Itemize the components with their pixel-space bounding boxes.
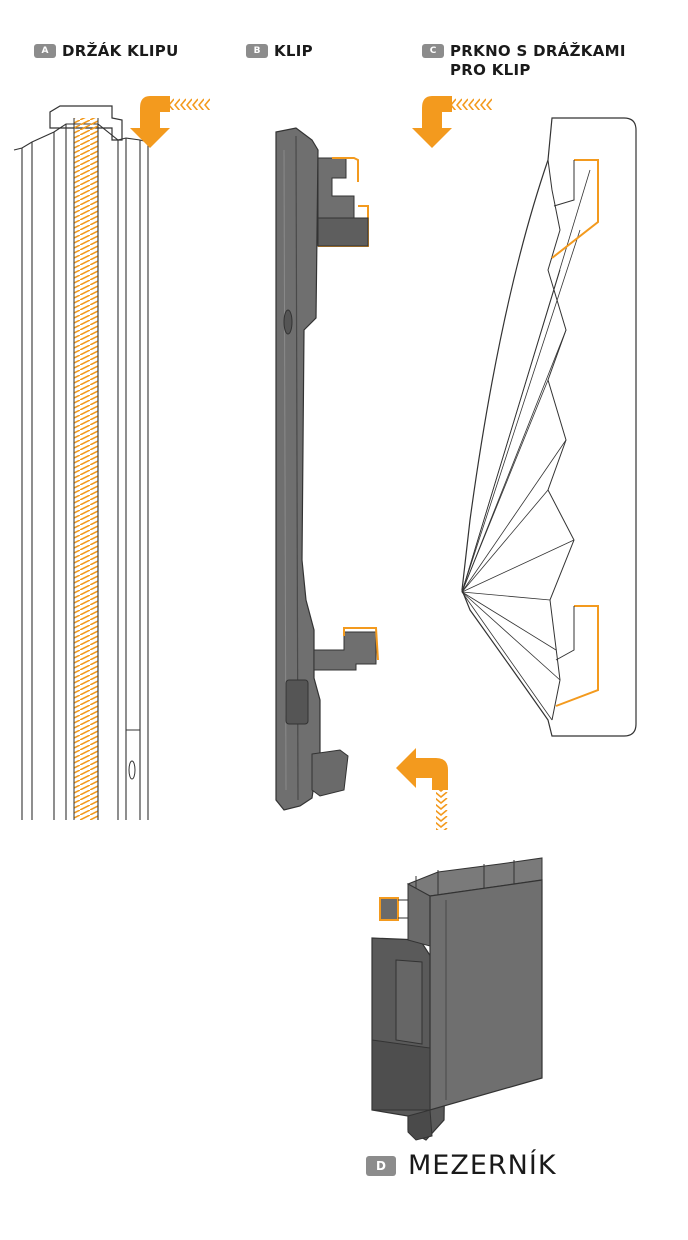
curved-arrow-down-icon — [130, 96, 210, 148]
clip — [275, 127, 379, 811]
label-a-text: DRŽÁK KLIPU — [62, 42, 179, 60]
label-c-text: PRKNO S DRÁŽKAMI PRO KLIP — [450, 42, 626, 80]
label-a: A DRŽÁK KLIPU — [34, 42, 179, 61]
label-d: D MEZERNÍK — [366, 1150, 557, 1182]
label-c: C PRKNO S DRÁŽKAMI PRO KLIP — [422, 42, 626, 80]
badge-b: B — [246, 44, 268, 58]
label-c-line2: PRO KLIP — [450, 61, 531, 79]
label-d-text: MEZERNÍK — [408, 1150, 557, 1181]
label-b-text: KLIP — [274, 42, 313, 60]
label-b: B KLIP — [246, 42, 313, 61]
grooved-board — [461, 117, 637, 737]
badge-a: A — [34, 44, 56, 58]
badge-c: C — [422, 44, 444, 58]
label-c-line1: PRKNO S DRÁŽKAMI — [450, 42, 626, 60]
clip-holder-rail — [13, 105, 149, 820]
spacer — [371, 857, 543, 1141]
curved-arrow-down-icon — [412, 96, 492, 148]
curved-arrow-left-icon — [396, 748, 448, 830]
badge-d: D — [366, 1156, 396, 1176]
